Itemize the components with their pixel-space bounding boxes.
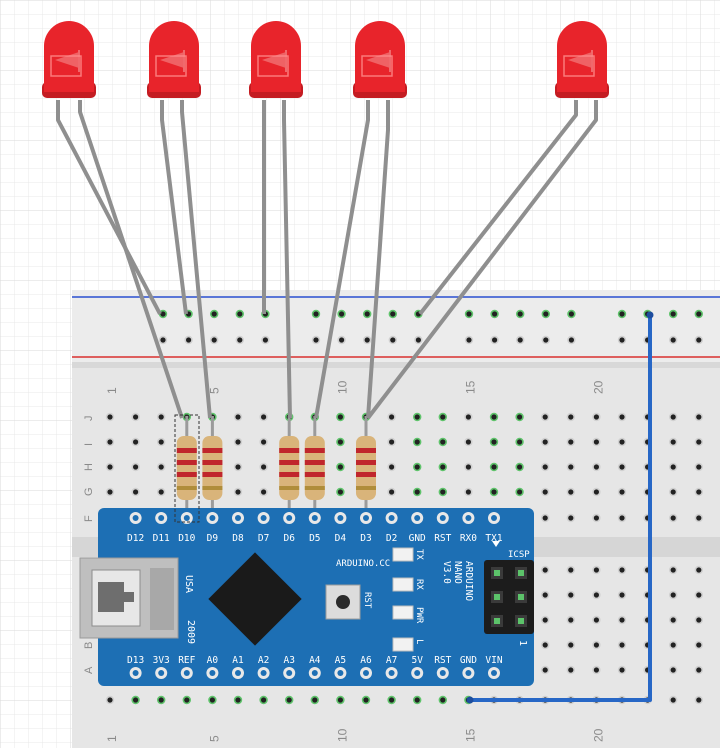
column-number-top: 20 (591, 380, 605, 394)
usa-label: USA (183, 575, 194, 593)
bottom-pin-label: 5V (411, 655, 423, 666)
row-letter: A (83, 666, 95, 674)
top-pin-label: D12 (127, 533, 144, 544)
model-label: NANO (452, 561, 463, 584)
top-pin-label: TX1 (485, 533, 502, 544)
row-letter: G (83, 487, 95, 496)
top-pin-label: D3 (360, 533, 371, 544)
onboard-led (392, 605, 414, 620)
brand-label: ARDUINO.CC (336, 559, 390, 569)
led (249, 21, 303, 98)
reset-button (325, 584, 361, 620)
led (353, 21, 407, 98)
model-label: V3.0 (441, 561, 452, 584)
column-number-top: 5 (207, 387, 221, 394)
column-number-top: 10 (335, 380, 349, 394)
icsp-label: ICSP (508, 550, 530, 560)
bottom-pin-label: A2 (258, 655, 269, 666)
led-lead-cathode (160, 100, 188, 315)
icsp-arrow (492, 541, 500, 547)
resistors (176, 416, 376, 520)
led-lead-cathode (314, 100, 370, 419)
top-pin-label: GND (409, 533, 426, 544)
onboard-led-label: L (414, 639, 424, 644)
led-lead-anode (282, 100, 292, 419)
column-number-bottom: 10 (335, 728, 349, 742)
onboard-led (392, 637, 414, 652)
top-pin-label: D8 (232, 533, 244, 544)
model-label: ARDUINO (463, 561, 474, 601)
column-number-top: 1 (105, 387, 119, 394)
row-letter: B (83, 642, 95, 649)
icsp-pin1-label: 1 (517, 640, 528, 646)
rst-label: RST (362, 592, 372, 609)
microcontroller-chip (208, 552, 302, 646)
onboard-led (392, 577, 414, 592)
top-pin-label: RST (434, 533, 451, 544)
row-letter: F (83, 515, 95, 522)
resistor-d6 (279, 416, 300, 520)
top-pin-label: D5 (309, 533, 320, 544)
bottom-pin-label: A0 (207, 655, 219, 666)
bottom-pin-label: A3 (283, 655, 294, 666)
led (555, 21, 609, 98)
year-label: 2009 (185, 620, 196, 644)
bottom-pin-label: D13 (127, 655, 144, 666)
led-lead-anode (180, 100, 212, 419)
column-number-bottom: 20 (591, 728, 605, 742)
column-number-bottom: 5 (207, 735, 221, 742)
onboard-led-label: RX (414, 579, 424, 590)
bottom-pin-label: VIN (485, 655, 502, 666)
resistor-d3 (356, 416, 376, 520)
row-letter: I (83, 443, 95, 446)
icsp-header (484, 560, 534, 634)
top-pin-label: D9 (207, 533, 219, 544)
bottom-pin-label: RST (434, 655, 451, 666)
row-letter: H (83, 463, 95, 471)
led-lead-anode (366, 100, 390, 419)
bottom-pin-label: GND (460, 655, 477, 666)
bottom-pin-label: A1 (232, 655, 244, 666)
nano-board (98, 508, 534, 686)
top-pin-label: D2 (386, 533, 397, 544)
resistor-d9 (202, 416, 223, 520)
leds (42, 21, 609, 98)
led-lead-cathode (418, 100, 578, 316)
column-number-bottom: 1 (105, 735, 119, 742)
column-number-bottom: 15 (463, 728, 477, 742)
bottom-pin-label: REF (178, 655, 195, 666)
led-lead-anode (366, 100, 598, 420)
resistor-d5 (304, 416, 325, 520)
column-number-top: 15 (463, 380, 477, 394)
resistor-d10 (176, 416, 197, 520)
led (147, 21, 201, 98)
top-pin-label: D11 (153, 533, 170, 544)
onboard-led-label: PWR (414, 607, 424, 624)
top-pin-label: D6 (283, 533, 295, 544)
onboard-led-label: TX (414, 549, 424, 560)
bottom-pin-label: A7 (386, 655, 397, 666)
top-pin-label: RX0 (460, 533, 477, 544)
selection-outline (174, 414, 200, 523)
arduino-nano: D12D13D113V3D10REFD9A0D8A1D7A2D6A3D5A4D4… (79, 508, 534, 686)
led-leads (56, 100, 598, 420)
row-letter: J (83, 416, 95, 422)
led (42, 21, 96, 98)
top-pin-label: D10 (178, 533, 195, 544)
bottom-pin-label: 3V3 (153, 655, 170, 666)
onboard-led (392, 547, 414, 562)
top-pin-label: D7 (258, 533, 269, 544)
usb-connector (79, 557, 179, 639)
ground-jumper-wire (470, 315, 652, 702)
bottom-pin-label: A4 (309, 655, 321, 666)
led-lead-anode (78, 100, 184, 419)
top-power-rail (72, 290, 720, 362)
bottom-pin-label: A6 (360, 655, 372, 666)
bottom-pin-label: A5 (335, 655, 346, 666)
top-pin-label: D4 (335, 533, 347, 544)
